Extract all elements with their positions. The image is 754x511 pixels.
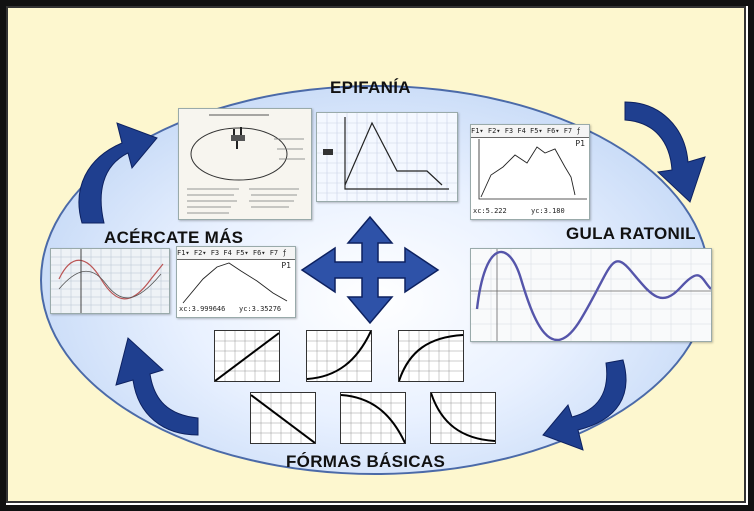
label-acercate-mas: ACÉRCATE MÁS xyxy=(104,228,244,247)
notes-sheet-image xyxy=(178,108,312,220)
label-formas-basicas: FÓRMAS BÁSICAS xyxy=(286,452,446,471)
basic-shape-linear-down xyxy=(250,392,316,444)
curved-arrow-icon-bottom-right xyxy=(542,359,627,451)
x-coordinate-readout: xc:5.222 xyxy=(473,207,507,215)
basic-shape-concave-down xyxy=(340,392,406,444)
peak-graph-image xyxy=(316,112,458,202)
plot-label: P1 xyxy=(575,139,585,148)
damped-wave-image xyxy=(470,248,712,342)
curved-arrow-icon-top-right xyxy=(624,101,706,203)
basic-shape-linear-up xyxy=(214,330,280,382)
y-coordinate-readout: yc:3.180 xyxy=(531,207,565,215)
calculator-screen-left: F1▾ F2▾ F3 F4 F5▾ F6▾ F7 ƒ P1 xc:3.99964… xyxy=(176,246,296,318)
basic-shape-concave-up xyxy=(398,330,464,382)
wave-grid-image xyxy=(50,248,170,314)
label-gula-ratonil: GULA RATONIL xyxy=(566,224,696,243)
calculator-screen-top: F1▾ F2▾ F3 F4 F5▾ F6▾ F7 ƒ P1 xc:5.222 y… xyxy=(470,124,590,220)
calculator-toolbar: F1▾ F2▾ F3 F4 F5▾ F6▾ F7 ƒ xyxy=(177,247,295,260)
four-way-arrow-icon xyxy=(300,215,440,325)
basic-shape-convex-up xyxy=(306,330,372,382)
label-epifania: EPIFANÍA xyxy=(330,78,411,97)
curved-arrow-icon-bottom-left xyxy=(115,337,199,436)
x-coordinate-readout: xc:3.999646 xyxy=(179,305,226,313)
curved-arrow-icon-top-left xyxy=(78,122,158,224)
plot-label: P1 xyxy=(281,261,291,270)
calculator-toolbar: F1▾ F2▾ F3 F4 F5▾ F6▾ F7 ƒ xyxy=(471,125,589,138)
basic-shape-convex-down xyxy=(430,392,496,444)
y-coordinate-readout: yc:3.35276 xyxy=(239,305,282,313)
